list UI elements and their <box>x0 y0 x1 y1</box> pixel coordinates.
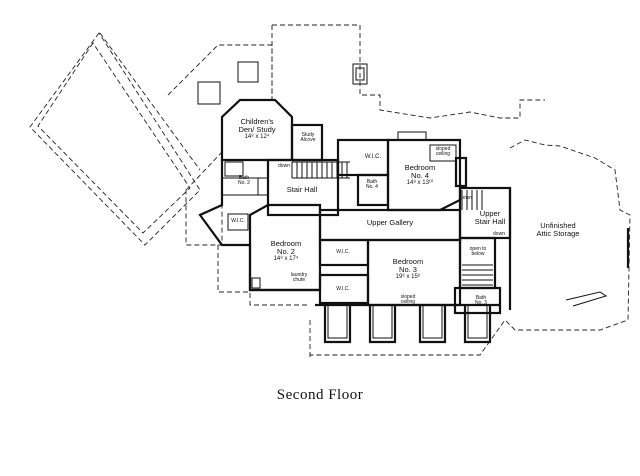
wic-left-label: W.I.C. <box>231 218 245 224</box>
bedroom-3-dims: 19⁶ x 15⁶ <box>395 273 421 280</box>
stair-hall-label: Stair Hall <box>286 185 318 194</box>
study-alcove-label: Study Alcove <box>300 132 316 144</box>
bedroom-4-name: Bedroom No. 4 <box>404 163 436 180</box>
roof-outline-bottom <box>217 245 310 306</box>
open-to-below-label: open to below <box>469 246 487 258</box>
upper-gallery-label: Upper Gallery <box>366 218 414 227</box>
stair-down-right2-label: down <box>493 231 505 237</box>
walls <box>198 98 630 344</box>
bath-4-label: Bath No. 4 <box>366 179 378 191</box>
sloped-ceiling-bottom-label: sloped ceiling <box>400 294 416 306</box>
childrens-den-dims: 14⁸ x 12⁴ <box>244 133 270 140</box>
stair-down-top-label: down <box>278 163 290 169</box>
bedroom-2-name: Bedroom No. 2 <box>270 239 302 256</box>
bedroom-2-dims: 14⁸ x 17⁴ <box>273 255 299 262</box>
upper-stair-hall-label: Upper Stair Hall <box>474 209 506 226</box>
floor-title: Second Floor <box>276 387 364 403</box>
bedroom-3-label: Bedroom No. 3 19⁶ x 15⁶ <box>378 258 438 280</box>
bedroom-2-label: Bedroom No. 2 14⁸ x 17⁴ <box>256 240 316 262</box>
attic-storage-label: Unfinished Attic Storage <box>536 221 580 238</box>
stair-down-right-label: down <box>460 195 472 201</box>
bedroom-3-name: Bedroom No. 3 <box>392 257 424 274</box>
bath-3-label: Bath No. 3 <box>475 295 487 307</box>
childrens-den-label: Children's Den/ Study 14⁸ x 12⁴ <box>226 118 288 140</box>
wic-mid2-label: W.I.C. <box>336 286 350 292</box>
bedroom-4-dims: 14⁸ x 13¹⁰ <box>406 179 434 186</box>
bath-2-label: Bath No. 2 <box>238 175 250 187</box>
laundry-chute-label: laundry chute <box>290 272 308 284</box>
wic-top-label: W.I.C. <box>364 154 382 160</box>
roof-outline-right <box>309 139 631 358</box>
sloped-ceiling-top-label: sloped ceiling <box>435 146 451 158</box>
childrens-den-name: Children's Den/ Study <box>238 117 276 134</box>
roof-outline-top <box>197 24 545 119</box>
wic-mid-label: W.I.C. <box>336 249 350 255</box>
bedroom-4-label: Bedroom No. 4 14⁸ x 13¹⁰ <box>390 164 450 186</box>
